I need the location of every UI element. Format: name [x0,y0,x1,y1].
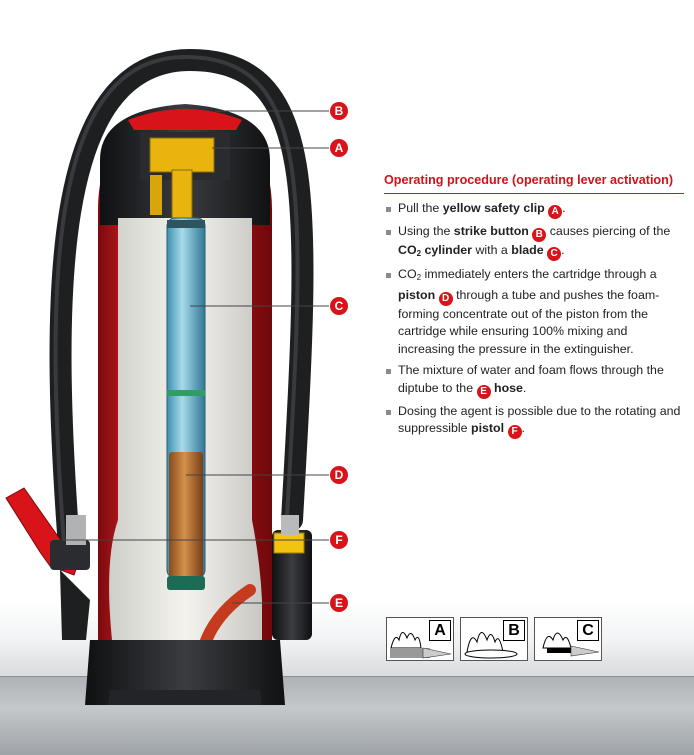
callout-D: D [330,466,348,484]
step-2-bold-1: strike button [453,223,529,238]
fire-class-c-icon: C [534,617,602,661]
step-1-marker: A [548,204,563,219]
step-2-marker-2: C [547,246,562,261]
fire-class-b-icon: B [460,617,528,661]
step-3-co: CO [398,267,417,281]
step-5-text: Dosing the agent is possible due to the … [398,403,681,436]
step-2: Using the strike button B causes piercin… [384,223,684,263]
step-5-bold: pistol [471,421,505,435]
callout-A: A [330,139,348,157]
fire-class-a-icon: A [386,617,454,661]
step-2-marker-1: B [532,227,547,242]
callout-E: E [330,594,348,612]
step-5-end: . [521,421,525,435]
step-2-text-2: causes piercing of the [546,223,671,238]
fire-class-icons: A B C [386,617,602,661]
step-4-end: . [522,380,527,395]
procedure-steps: Pull the yellow safety clip A. Using the… [384,200,684,439]
foam-cartridge [169,452,203,580]
step-1-bold: yellow safety clip [442,200,545,215]
step-1-text: Pull the [398,200,443,215]
step-3-sub: 2 [416,273,422,282]
step-3-bold: piston [398,287,436,302]
step-4: The mixture of water and foam flows thro… [384,362,684,399]
step-4-text: The mixture of water and foam flows thro… [398,363,664,395]
step-2-cylinder: cylinder [421,242,473,257]
step-3-text-2: through a tube and pushes the foam-formi… [398,287,660,356]
callout-B: B [330,102,348,120]
step-1: Pull the yellow safety clip A. [384,200,684,219]
step-5: Dosing the agent is possible due to the … [384,403,684,439]
step-3-marker: D [438,291,453,306]
procedure-title: Operating procedure (operating lever act… [384,172,684,194]
step-2-sub: 2 [416,248,422,258]
step-3-text: immediately enters the cartridge through… [421,267,657,281]
step-2-end: . [561,242,565,257]
fire-class-a-label: A [429,620,451,641]
valve-yellow [149,137,215,173]
callout-C: C [330,297,348,315]
hose-holder [272,530,312,640]
step-2-text-3: with a [472,242,512,257]
step-2-text: Using the [398,223,454,238]
base [85,640,285,705]
step-2-co: CO [398,242,417,257]
step-2-bold-blade: blade [511,242,544,257]
step-1-end: . [562,200,566,215]
fire-class-b-label: B [503,620,525,641]
step-4-marker: E [476,384,491,399]
step-5-marker: F [507,425,522,439]
step-4-bold: hose [494,380,523,395]
step-3: CO2 immediately enters the cartridge thr… [384,266,684,358]
callout-F: F [330,531,348,549]
procedure-panel: Operating procedure (operating lever act… [384,172,684,443]
carry-handle [49,48,314,571]
fire-class-c-label: C [577,620,599,641]
